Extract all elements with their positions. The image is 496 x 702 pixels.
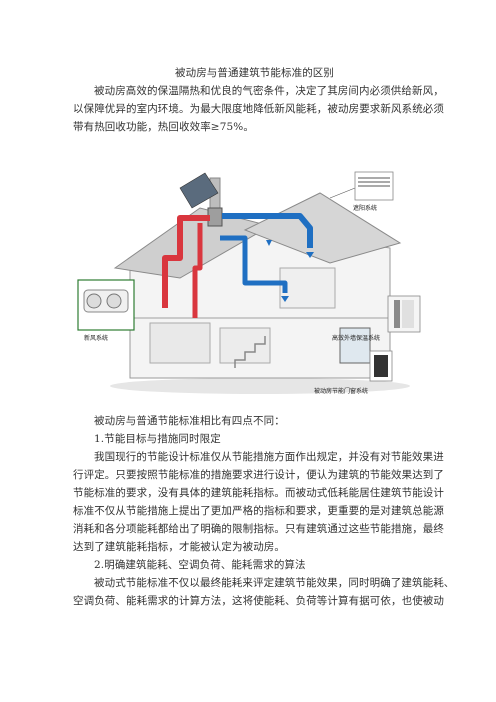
- hot-ducts: [162, 215, 210, 318]
- point2-line-1: 被动式节能标准不仅以最终能耗来评定建筑节能效果，同时明确了建筑能耗、: [94, 577, 455, 589]
- fresh-air-callout: 新风系统: [77, 279, 135, 342]
- point2-line-2: 空调负荷、能耗需求的计算方法，这将使能耗、负荷等计算有据可依，也使被动: [73, 595, 444, 607]
- cold-ducts: [220, 213, 313, 293]
- ventilation-unit: [207, 207, 223, 227]
- right-roof: [243, 192, 402, 264]
- passive-house-illustration: 遮阳系统 新风系统 高效外墙保温系统 被: [70, 168, 430, 396]
- point1-line-1: 我国现行的节能设计标准仅从节能措施方面作出规定，并没有对节能效果进: [94, 451, 444, 463]
- room-upper: [279, 267, 336, 309]
- shading-callout: 遮阳系统: [329, 171, 394, 212]
- windows-callout: 被动房节能门窗系统: [314, 350, 393, 395]
- shading-system-label: 遮阳系统: [353, 204, 377, 212]
- intro-line-3: 带有热回收功能，热回收效率≥75%。: [73, 121, 254, 133]
- point2-heading: 2.明确建筑能耗、空调负荷、能耗需求的算法: [94, 559, 306, 571]
- page-title: 被动房与普通建筑节能标准的区别: [175, 67, 334, 79]
- window: [339, 327, 371, 364]
- solar-panel: [179, 172, 219, 209]
- airflow-arrows: [266, 240, 314, 302]
- insulation-callout: 高效外墙保温系统: [332, 295, 421, 342]
- point1-line-5: 消耗和各分项能耗都给出了明确的限制指标。只有建筑通过这些节能措施，最终: [73, 523, 444, 535]
- point1-line-6: 达到了建筑能耗指标，才能被认定为被动房。: [73, 541, 285, 553]
- intro-line-1: 被动房高效的保温隔热和优良的气密条件，决定了其房间内必须供给新风，: [94, 85, 444, 97]
- insulation-system-label: 高效外墙保温系统: [332, 334, 380, 342]
- room-left: [149, 322, 211, 364]
- ground-shadow: [110, 378, 410, 394]
- point1-line-4: 标准不仅从节能措施上提出了更加严格的指标和要求，更重要的是对建筑总能源: [73, 505, 444, 517]
- house-diagram-svg: 遮阳系统 新风系统 高效外墙保温系统 被: [77, 171, 421, 395]
- point1-line-2: 行评定。只要按照节能标准的措施要求进行设计，便认为建筑的节能效果达到了: [73, 469, 444, 481]
- intro-line-2: 以保障优异的室内环境。为最大限度地降低新风能耗，被动房要求新风系统必须: [73, 103, 444, 115]
- windows-system-label: 被动房节能门窗系统: [314, 387, 368, 395]
- point1-line-3: 节能标准的要求，没有具体的建筑能耗指标。而被动式低耗能居住建筑节能设计: [73, 487, 444, 499]
- fresh-air-system-label: 新风系统: [84, 334, 108, 342]
- stairs: [234, 336, 266, 368]
- point1-heading: 1.节能目标与措施同时限定: [94, 433, 221, 445]
- section-intro: 被动房与普通节能标准相比有四点不同：: [94, 415, 285, 427]
